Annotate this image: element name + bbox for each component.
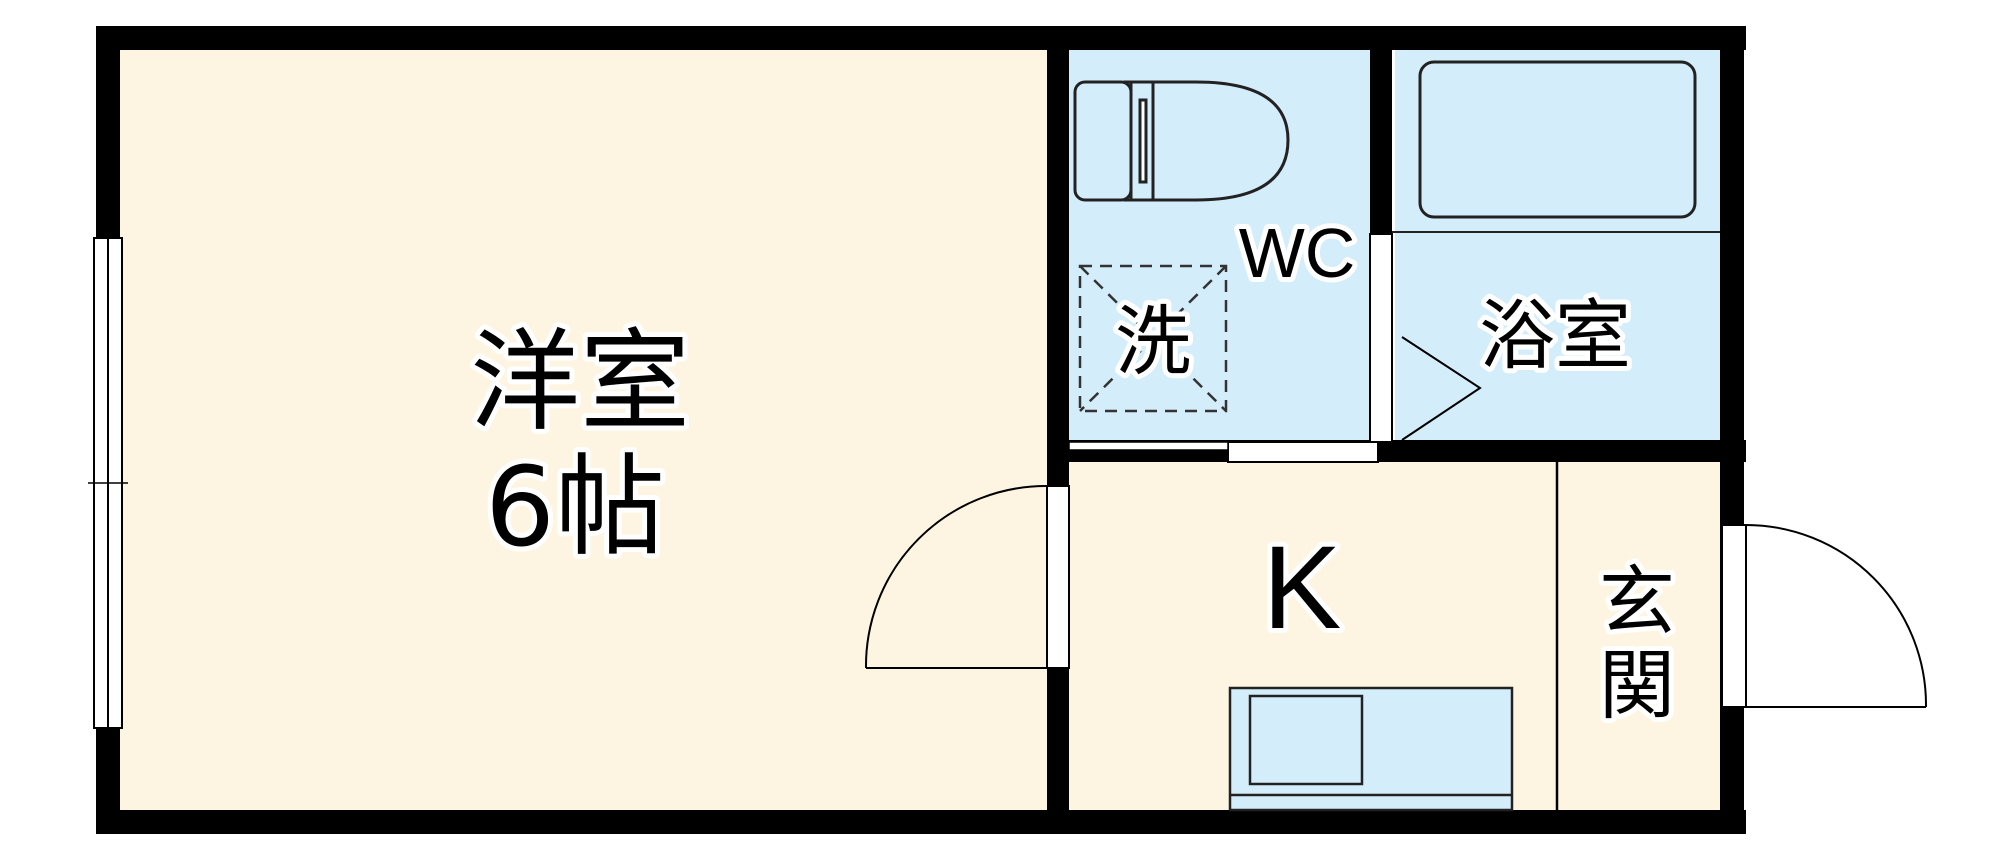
toilet-fixture bbox=[1073, 80, 1290, 202]
toilet-label: WC bbox=[1239, 214, 1356, 292]
windows bbox=[88, 237, 128, 729]
entrance-floor bbox=[1565, 462, 1725, 817]
door-swings bbox=[864, 336, 1928, 708]
western-room-name: 洋室 bbox=[470, 318, 690, 446]
door-openings bbox=[1046, 233, 1747, 708]
washer-label: 洗 bbox=[1115, 297, 1191, 386]
kitchen-counter bbox=[1228, 686, 1514, 812]
bath-label: 浴室 bbox=[1479, 291, 1631, 380]
entrance-label-top: 玄 bbox=[1599, 557, 1675, 646]
kitchen-label: K bbox=[1263, 522, 1342, 654]
entrance-label-bottom: 関 bbox=[1599, 641, 1675, 730]
washer-pan bbox=[1078, 264, 1228, 413]
western-room-size: 6帖 bbox=[485, 443, 665, 571]
western-room-floor bbox=[110, 42, 1050, 817]
bathtub bbox=[1392, 60, 1720, 233]
